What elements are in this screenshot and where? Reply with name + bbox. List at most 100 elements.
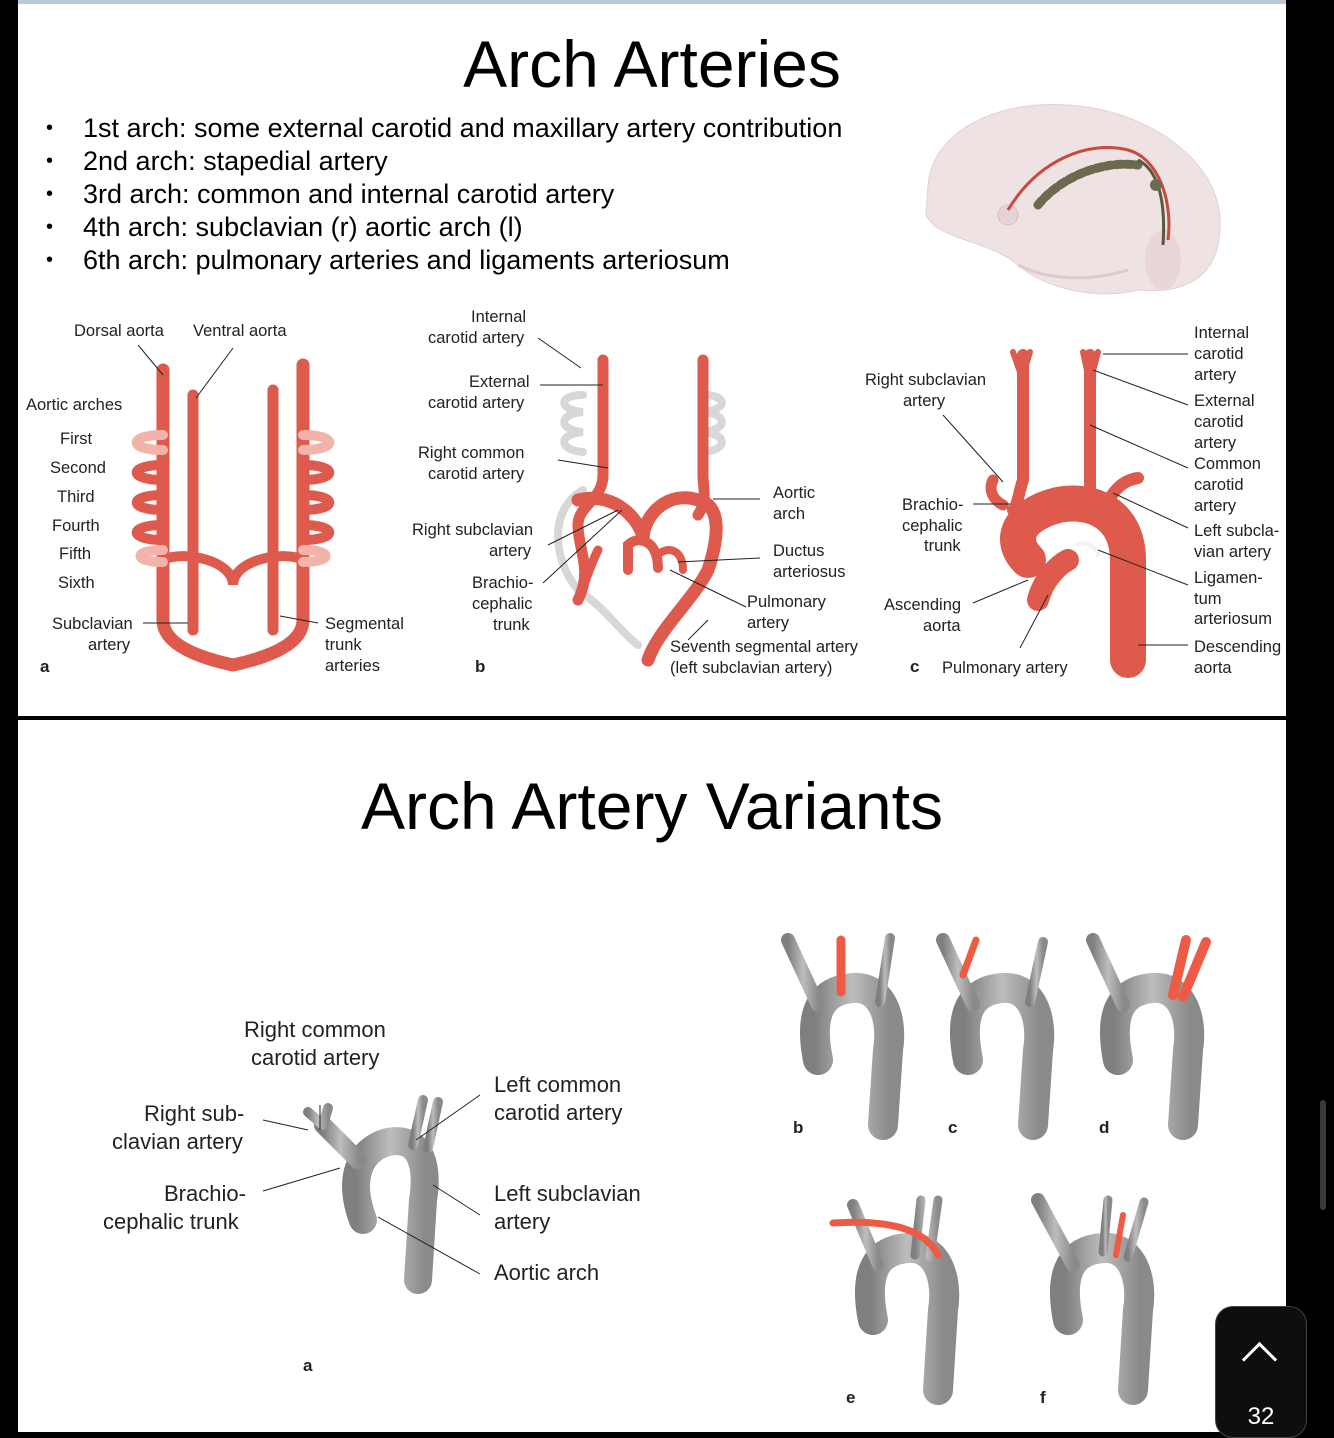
label-right-subclavian-2: clavian artery — [112, 1129, 243, 1154]
bullet-item: 4th arch: subclavian (r) aortic arch (l) — [46, 211, 842, 244]
label-pulmonary: Pulmonary — [747, 593, 827, 611]
label-first: First — [60, 430, 92, 448]
label-left-subclavian: Left subclavian — [494, 1181, 641, 1206]
label-brachiocephalic-3: trunk — [493, 616, 530, 634]
label-descending-aorta: Descending — [1194, 638, 1281, 656]
label-left-common-carotid: Left common — [494, 1072, 621, 1097]
chevron-up-icon — [1242, 1342, 1277, 1377]
variant-d — [1093, 940, 1206, 1125]
label-brachiocephalic-2: cephalic trunk — [103, 1209, 240, 1234]
label-fourth: Fourth — [52, 517, 100, 535]
label-descending-aorta-2: aorta — [1194, 659, 1232, 677]
top-strip — [18, 0, 1286, 4]
label-right-subclavian-2: artery — [903, 392, 946, 410]
label-second: Second — [50, 459, 106, 477]
label-brachiocephalic-2: cephalic — [902, 517, 963, 535]
variant-b — [788, 938, 890, 1125]
bullet-item: 3rd arch: common and internal carotid ar… — [46, 178, 842, 211]
label-subclavian-2: artery — [88, 636, 131, 654]
label-ductus-2: arteriosus — [773, 563, 845, 581]
label-third: Third — [57, 488, 95, 506]
label-left-common-carotid-2: carotid artery — [494, 1100, 622, 1125]
label-right-subclavian-2: artery — [489, 542, 532, 560]
label-aortic-arch: Aortic — [773, 484, 815, 502]
label-aortic-arches: Aortic arches — [26, 396, 122, 414]
label-left-subclavian-2: vian artery — [1194, 543, 1272, 561]
variant-c — [943, 940, 1043, 1125]
label-brachiocephalic: Brachio- — [164, 1181, 246, 1206]
label-aortic-arch: Aortic arch — [494, 1260, 599, 1285]
label-ductus: Ductus — [773, 542, 824, 560]
variants-figure: Right common carotid artery Right sub- c… — [18, 880, 1286, 1432]
label-left-subclavian-2: artery — [494, 1209, 550, 1234]
label-brachiocephalic: Brachio- — [902, 496, 963, 514]
label-ascending-aorta-2: aorta — [923, 617, 961, 635]
variant-letter-e: e — [846, 1388, 855, 1407]
scroll-to-top-button[interactable]: 32 — [1215, 1306, 1307, 1438]
label-fifth: Fifth — [59, 545, 91, 563]
figure-b: Internal carotid artery External carotid… — [412, 308, 859, 677]
label-right-common-carotid: Right common — [244, 1017, 386, 1042]
label-brachiocephalic-2: cephalic — [472, 595, 533, 613]
figure-letter-a: a — [40, 657, 50, 676]
label-dorsal-aorta: Dorsal aorta — [74, 322, 165, 340]
label-segmental-3: arteries — [325, 657, 380, 675]
label-external-carotid-2: carotid artery — [428, 394, 525, 412]
label-brachiocephalic-3: trunk — [924, 537, 961, 555]
variant-letter-d: d — [1099, 1118, 1109, 1137]
label-external-carotid: External — [469, 373, 530, 391]
variant-letter-f: f — [1040, 1388, 1046, 1407]
label-segmental: Segmental — [325, 615, 404, 633]
page-number: 32 — [1216, 1403, 1306, 1431]
slide-arch-arteries: Arch Arteries 1st arch: some external ca… — [18, 0, 1286, 716]
label-sixth: Sixth — [58, 574, 95, 592]
variant-letter-c: c — [948, 1118, 957, 1137]
label-right-common-carotid-2: carotid artery — [428, 465, 525, 483]
label-left-subclavian: Left subcla- — [1194, 522, 1279, 540]
label-ventral-aorta: Ventral aorta — [193, 322, 287, 340]
label-right-subclavian: Right subclavian — [865, 371, 986, 389]
label-external-carotid: External — [1194, 392, 1255, 410]
label-brachiocephalic: Brachio- — [472, 574, 533, 592]
label-internal-carotid-3: artery — [1194, 366, 1237, 384]
scrollbar[interactable] — [1320, 1100, 1326, 1210]
label-ligamentum-2: tum — [1194, 590, 1222, 608]
figure-letter-b: b — [475, 657, 485, 676]
label-internal-carotid-2: carotid — [1194, 345, 1244, 363]
bullet-item: 6th arch: pulmonary arteries and ligamen… — [46, 244, 842, 277]
label-external-carotid-3: artery — [1194, 434, 1237, 452]
label-right-common-carotid-2: carotid artery — [251, 1045, 379, 1070]
slide-arch-artery-variants: Arch Artery Variants — [18, 720, 1286, 1432]
slide-title: Arch Artery Variants — [18, 768, 1286, 844]
bullet-item: 1st arch: some external carotid and maxi… — [46, 112, 842, 145]
label-segmental-2: trunk — [325, 636, 362, 654]
arch-arteries-figure: Dorsal aorta Ventral aorta Aortic arches… — [18, 300, 1286, 690]
label-common-carotid-2: carotid — [1194, 476, 1244, 494]
embryo-illustration — [898, 90, 1238, 310]
label-internal-carotid: Internal — [1194, 324, 1249, 342]
label-ligamentum: Ligamen- — [1194, 569, 1263, 587]
variant-a: Right common carotid artery Right sub- c… — [103, 1017, 641, 1375]
label-right-subclavian: Right subclavian — [412, 521, 533, 539]
label-internal-carotid-2: carotid artery — [428, 329, 525, 347]
label-ligamentum-3: arteriosum — [1194, 610, 1272, 628]
label-subclavian: Subclavian — [52, 615, 133, 633]
figure-a: Dorsal aorta Ventral aorta Aortic arches… — [26, 322, 404, 676]
label-seventh-segmental: Seventh segmental artery — [670, 638, 859, 656]
label-pulmonary-2: artery — [747, 614, 790, 632]
variant-letter-b: b — [793, 1118, 803, 1137]
label-common-carotid-3: artery — [1194, 497, 1237, 515]
label-common-carotid: Common — [1194, 455, 1261, 473]
figure-c: Right subclavian artery Brachio- cephali… — [865, 324, 1281, 677]
label-seventh-segmental-2: (left subclavian artery) — [670, 659, 832, 677]
label-aortic-arch-2: arch — [773, 505, 805, 523]
label-right-subclavian: Right sub- — [144, 1101, 244, 1126]
figure-letter-a: a — [303, 1356, 313, 1375]
variant-f — [1038, 1200, 1144, 1390]
variant-e — [833, 1200, 944, 1390]
bullet-list: 1st arch: some external carotid and maxi… — [46, 112, 842, 277]
figure-letter-c: c — [910, 657, 919, 676]
label-ascending-aorta: Ascending — [884, 596, 961, 614]
label-pulmonary-artery: Pulmonary artery — [942, 659, 1068, 677]
bullet-item: 2nd arch: stapedial artery — [46, 145, 842, 178]
